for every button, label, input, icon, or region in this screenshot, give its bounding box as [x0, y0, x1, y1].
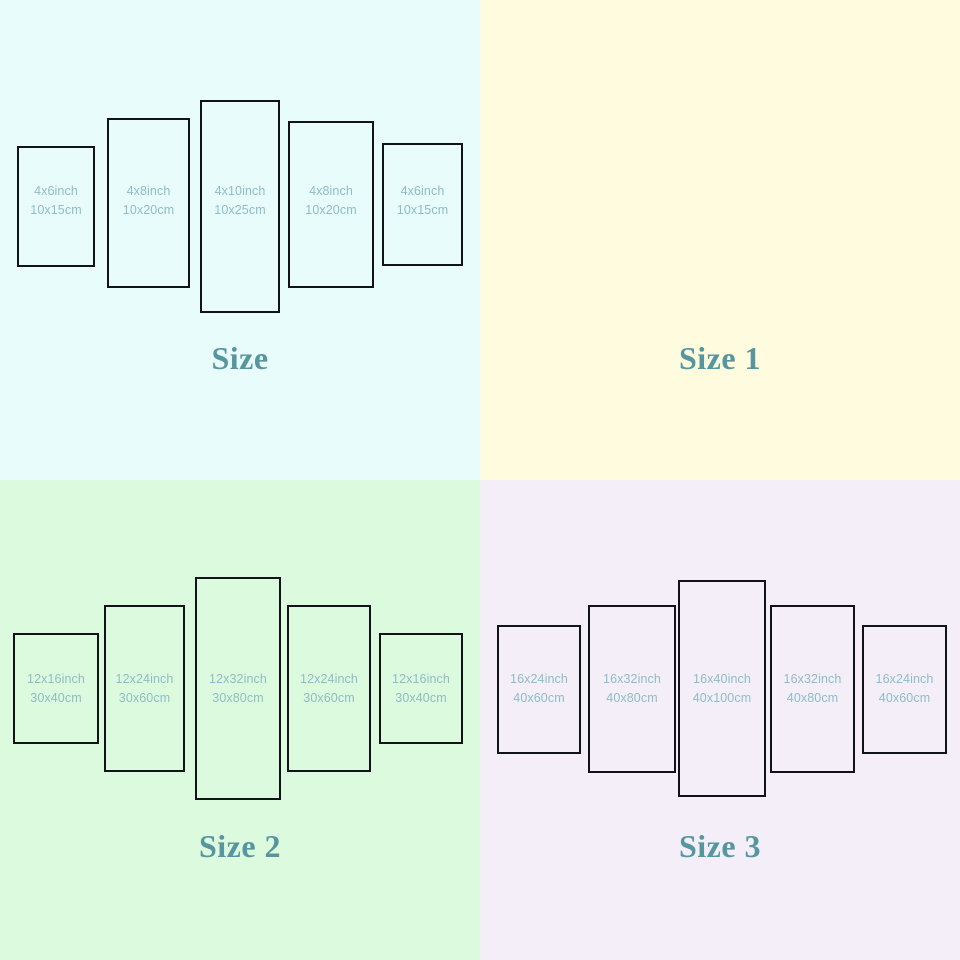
- size-3-panel-right-inner[interactable]: [770, 605, 855, 773]
- size-2-panel-center[interactable]: [195, 577, 281, 800]
- quadrant-size-1[interactable]: 8x14inch20x35cm8x18inch20x45cm8x22inch20…: [480, 0, 960, 480]
- quadrant-title-size-1: Size 1: [678, 340, 762, 376]
- quadrant-title-size: Size: [211, 340, 269, 376]
- quadrant-title-size-3: Size 3: [678, 828, 762, 864]
- size-2-panel-right-inner[interactable]: [287, 605, 371, 772]
- quadrant-title-size-2: Size 2: [198, 828, 282, 864]
- size-panel-left-inner[interactable]: [107, 118, 190, 288]
- size-panel-right-inner[interactable]: [288, 121, 374, 288]
- size-3-panel-center[interactable]: [678, 580, 766, 797]
- size-panel-center[interactable]: [200, 100, 280, 313]
- size-2-panel-right-outer[interactable]: [379, 633, 463, 744]
- size-2-panel-left-outer[interactable]: [13, 633, 99, 744]
- size-panel-right-outer[interactable]: [382, 143, 463, 266]
- size-panel-left-outer[interactable]: [17, 146, 95, 267]
- size-2-panel-left-inner[interactable]: [104, 605, 185, 772]
- size-3-panel-right-outer[interactable]: [862, 625, 947, 754]
- size-3-panel-left-inner[interactable]: [588, 605, 676, 773]
- size-3-panel-left-outer[interactable]: [497, 625, 581, 754]
